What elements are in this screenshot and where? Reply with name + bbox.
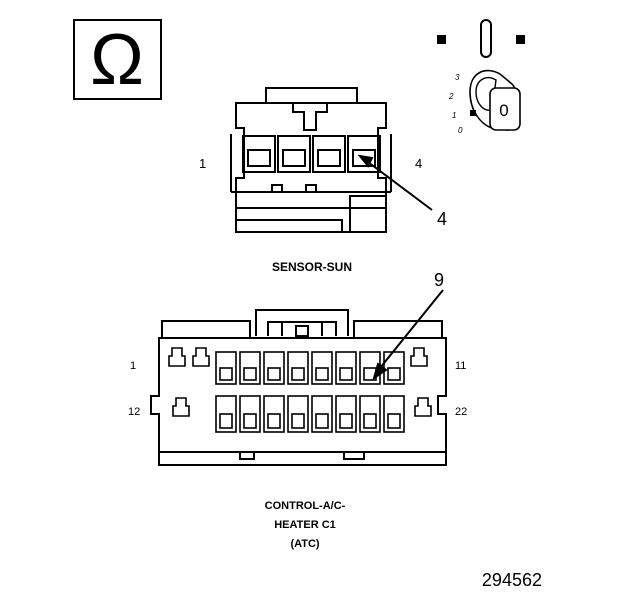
ignition-pos-1: 1	[452, 111, 456, 120]
ignition-pos-3: 3	[455, 73, 460, 82]
control-ac-heater-callout: 9	[434, 270, 444, 290]
sensor-sun-callout: 4	[437, 209, 447, 229]
ignition-key-icon: 3 2 1 0 0	[437, 19, 525, 135]
control-title-line2: HEATER C1	[274, 519, 336, 531]
sensor-sun-connector	[230, 87, 433, 233]
control-pin-bottom-left: 12	[128, 406, 140, 418]
sensor-sun-pin-right: 4	[415, 156, 422, 171]
figure-number: 294562	[482, 570, 542, 590]
ignition-pos-2: 2	[448, 92, 454, 101]
control-ac-heater-cavities	[168, 347, 432, 433]
control-pin-top-right: 11	[455, 360, 466, 372]
control-pin-bottom-right: 22	[455, 406, 467, 418]
ohmmeter-icon: Ω	[73, 19, 162, 100]
sensor-sun-pin-left: 1	[199, 156, 206, 171]
sensor-sun-title: SENSOR-SUN	[272, 260, 352, 274]
ohm-symbol: Ω	[90, 20, 144, 100]
key-label: 0	[499, 101, 508, 120]
control-title-line1: CONTROL-A/C-	[265, 500, 346, 512]
sensor-sun-cavities	[242, 135, 381, 173]
ignition-pos-0: 0	[458, 126, 463, 135]
control-pin-top-left: 1	[130, 360, 136, 372]
control-ac-heater-connector	[150, 289, 447, 466]
control-title-line3: (ATC)	[290, 538, 319, 550]
